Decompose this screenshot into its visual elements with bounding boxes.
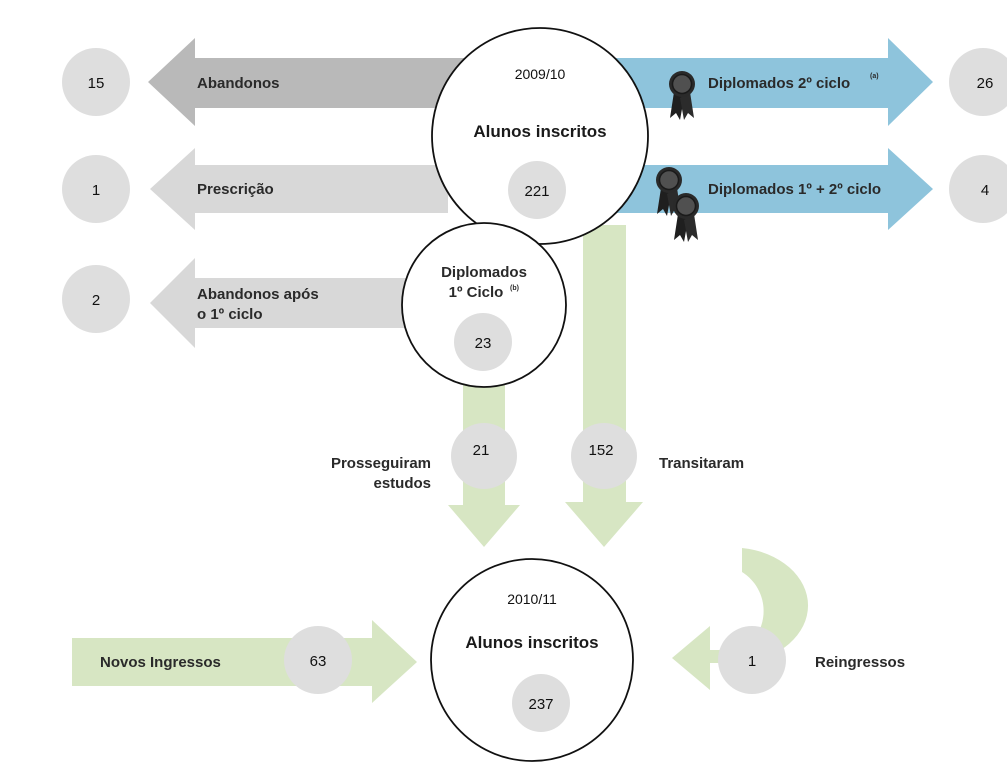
top-year: 2009/10 xyxy=(515,66,566,82)
prescricao-value: 1 xyxy=(92,182,100,199)
value-bubble-abandonos-apos xyxy=(62,265,130,333)
value-bubble-abandonos xyxy=(62,48,130,116)
bottom-title: Alunos inscritos xyxy=(465,633,598,652)
prosseguiram-value: 21 xyxy=(473,442,490,459)
novos-ingressos-value: 63 xyxy=(310,653,327,670)
diplomados-2-sup: (a) xyxy=(870,73,879,80)
value-bubble-transitaram xyxy=(571,423,637,489)
bottom-year: 2010/11 xyxy=(507,591,557,607)
abandonos-apos-label-line2: o 1º ciclo xyxy=(197,306,263,323)
count-bubble xyxy=(454,313,512,371)
reingressos-label: Reingressos xyxy=(815,654,905,671)
diplomados-1-2-label: Diplomados 1º + 2º ciclo xyxy=(708,181,881,198)
abandonos-apos-value: 2 xyxy=(92,292,100,309)
reingressos-arrow xyxy=(672,548,809,690)
top-title: Alunos inscritos xyxy=(473,122,606,141)
abandonos-label: Abandonos xyxy=(197,75,280,92)
top-count: 221 xyxy=(524,183,549,200)
value-bubble-prescricao xyxy=(62,155,130,223)
middle-count: 23 xyxy=(475,335,492,352)
prescricao-label: Prescrição xyxy=(197,181,274,198)
abandonos-apos-label-line1: Abandonos após xyxy=(197,286,319,303)
prosseguiram-label-line1: Prosseguiram xyxy=(331,455,431,472)
count-bubble xyxy=(508,161,566,219)
diplomados-2-arrow xyxy=(585,38,933,126)
abandonos-apos-arrow xyxy=(150,258,415,348)
diplomados-2-value: 26 xyxy=(977,75,994,92)
abandonos-value: 15 xyxy=(88,75,105,92)
transitaram-arrow xyxy=(565,225,643,547)
value-bubble-diplomados-2 xyxy=(949,48,1007,116)
middle-title-line2: 1º Ciclo xyxy=(449,284,504,301)
middle-title-line1: Diplomados xyxy=(441,264,527,281)
transitaram-label: Transitaram xyxy=(659,455,744,472)
abandonos-arrow xyxy=(148,38,470,126)
value-bubble-reingressos xyxy=(718,626,786,694)
transitaram-value: 152 xyxy=(588,442,613,459)
middle-title-sup: (b) xyxy=(510,285,519,292)
reingressos-value: 1 xyxy=(748,653,756,670)
value-bubble-diplomados-1-2 xyxy=(949,155,1007,223)
bottom-count: 237 xyxy=(528,696,553,713)
diplomados-2-label: Diplomados 2º ciclo xyxy=(708,75,850,92)
award-ribbon-icon xyxy=(672,192,700,243)
prescricao-arrow xyxy=(150,148,448,230)
value-bubble-novos xyxy=(284,626,352,694)
prosseguiram-label-line2: estudos xyxy=(373,475,431,492)
circle-diplomados-1ciclo xyxy=(401,222,567,388)
circle-2010-11 xyxy=(430,558,634,762)
novos-ingressos-label: Novos Ingressos xyxy=(100,654,221,671)
count-bubble xyxy=(512,674,570,732)
diplomados-1-2-value: 4 xyxy=(981,182,989,199)
value-bubble-prosseguiram xyxy=(451,423,517,489)
